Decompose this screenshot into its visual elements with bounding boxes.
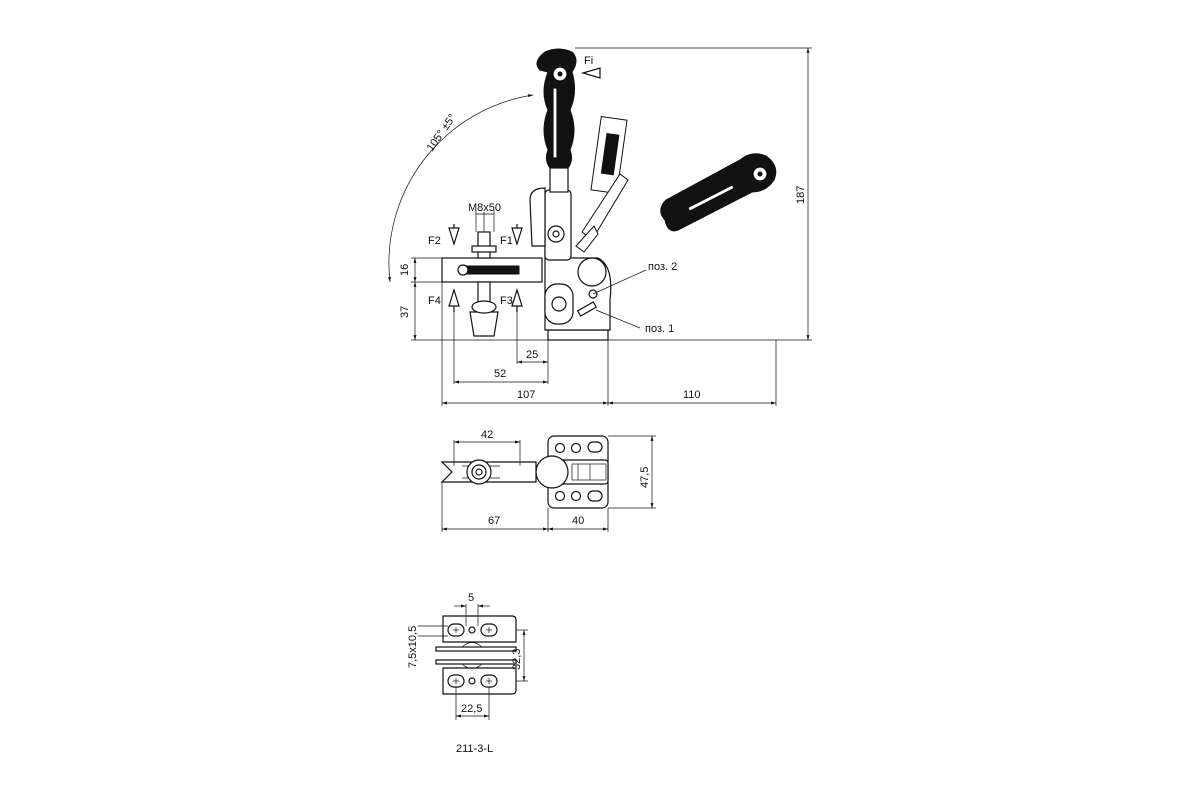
dim-25: 25	[526, 349, 538, 361]
force-f3-label: F3	[500, 295, 513, 307]
dim-5: 5	[468, 592, 474, 604]
dim-42: 42	[481, 429, 493, 441]
dim-110: 110	[683, 389, 701, 401]
thread-label: M8x50	[468, 202, 501, 214]
top-view: 42 67 40 47,5	[440, 429, 656, 532]
dim-187: 187	[795, 186, 807, 204]
pos1-slot	[576, 301, 598, 317]
spindle-tip	[469, 311, 499, 337]
top-handle-knob	[535, 455, 569, 489]
force-arrow-f2	[448, 227, 460, 247]
dim-67: 67	[488, 515, 500, 527]
pos2-label: поз. 2	[648, 261, 677, 273]
pos1-label: поз. 1	[645, 323, 674, 335]
clamp-arm-logo	[462, 265, 520, 275]
side-view: 105° ±5°	[387, 47, 812, 406]
model-label: 211-3-L	[456, 743, 493, 755]
dim-40: 40	[572, 515, 584, 527]
dim-52: 52	[494, 368, 506, 380]
dim-22-5: 22,5	[461, 703, 482, 715]
base-plate-view: 5 7,5x10,5 32,3 22,5 211-3-L	[407, 592, 528, 755]
dim-37: 37	[399, 306, 411, 318]
dim-16: 16	[399, 264, 411, 276]
ghost-handle-open	[660, 153, 777, 232]
ghost-handle-upright	[575, 115, 629, 253]
angle-label: 105° ±5°	[425, 112, 459, 154]
dim-7-5x10-5: 7,5x10,5	[407, 626, 419, 668]
dim-107: 107	[517, 389, 535, 401]
force-arrow-f4	[448, 287, 460, 307]
base-plate	[547, 329, 609, 341]
force-f4-label: F4	[428, 295, 441, 307]
force-fi-label: Fi	[584, 55, 593, 67]
lever-link	[544, 189, 572, 261]
dim-47-5: 47,5	[639, 467, 651, 488]
force-arrow-f3	[511, 287, 523, 307]
arm-pivot-hole	[457, 264, 469, 276]
force-f1-label: F1	[500, 235, 513, 247]
angle-arc	[387, 94, 534, 283]
force-arrow-fi	[580, 67, 601, 79]
force-f2-label: F2	[428, 235, 441, 247]
dim-32-3: 32,3	[511, 649, 523, 670]
force-arrow-f1	[511, 227, 523, 247]
